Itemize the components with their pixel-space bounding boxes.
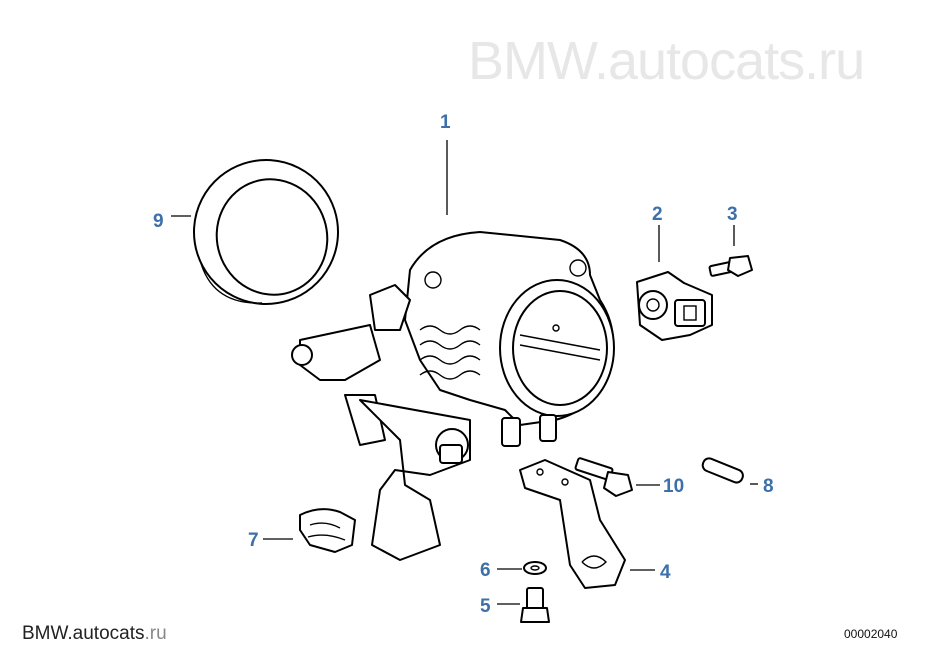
callout-7[interactable]: 7 bbox=[248, 530, 259, 551]
part-3-screw[interactable] bbox=[708, 255, 753, 277]
footer-brand-tld: .ru bbox=[144, 623, 167, 644]
callout-6[interactable]: 6 bbox=[480, 560, 491, 581]
callout-8[interactable]: 8 bbox=[763, 476, 774, 497]
watermark: BMW.autocats.ru bbox=[468, 31, 865, 91]
callout-3[interactable]: 3 bbox=[727, 204, 738, 225]
callout-9[interactable]: 9 bbox=[153, 211, 164, 232]
callout-4[interactable]: 4 bbox=[660, 562, 671, 583]
callout-1[interactable]: 1 bbox=[440, 112, 451, 133]
part-5-bolt[interactable] bbox=[520, 587, 550, 623]
part-1-throttle-housing[interactable] bbox=[291, 231, 615, 561]
part-9-seal-ring[interactable] bbox=[175, 141, 356, 322]
part-4-bracket[interactable] bbox=[519, 459, 626, 589]
part-8-pin[interactable] bbox=[701, 457, 745, 485]
leader-lines bbox=[171, 140, 758, 605]
diagram-code: 00002040 bbox=[844, 627, 898, 641]
footer-brand-mid: autocats bbox=[72, 623, 145, 644]
part-6-washer[interactable] bbox=[523, 561, 547, 575]
part-10-bolt[interactable] bbox=[574, 457, 633, 497]
footer-brand-link[interactable]: BMW.autocats.ru bbox=[22, 623, 167, 645]
footer-brand-main: BMW. bbox=[22, 623, 73, 644]
callout-2[interactable]: 2 bbox=[652, 204, 663, 225]
part-7-clip[interactable] bbox=[299, 508, 356, 553]
callout-labels: 1 2 3 9 10 8 7 4 6 5 bbox=[153, 112, 774, 617]
callout-10[interactable]: 10 bbox=[663, 476, 684, 497]
callout-5[interactable]: 5 bbox=[480, 596, 491, 617]
part-2-throttle-sensor[interactable] bbox=[636, 271, 713, 341]
